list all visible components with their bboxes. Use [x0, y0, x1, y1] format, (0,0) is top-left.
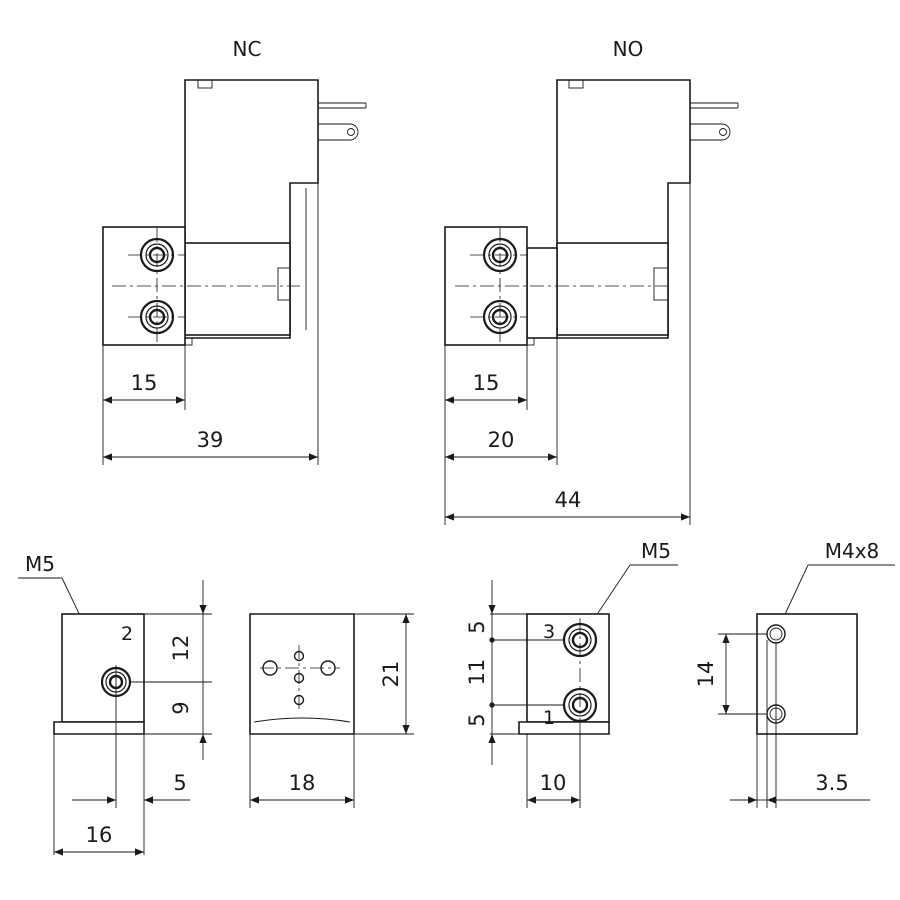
dim-12-text: 12 — [169, 635, 193, 662]
dim-9: 9 — [169, 682, 207, 760]
block-port31-base — [518, 721, 610, 735]
dim-5-bottom: 5 — [465, 705, 496, 765]
dim-5-top-text: 5 — [465, 620, 489, 633]
block-connector-view: 21 18 — [249, 613, 414, 808]
dim-14-text: 14 — [694, 661, 718, 688]
dim-9-text: 9 — [169, 701, 193, 714]
thread-m4x8: M4x8 — [825, 539, 880, 563]
port-1-label: 1 — [543, 707, 555, 729]
thread-m5-left: M5 — [25, 552, 55, 576]
nc-dim-15-text: 15 — [131, 371, 158, 395]
dim-12: 12 — [169, 580, 207, 682]
no-dim-44: 44 — [445, 183, 691, 525]
dim-11-text: 11 — [465, 659, 489, 686]
nc-dim-39-text: 39 — [197, 428, 224, 452]
no-top-tab — [568, 79, 584, 89]
dim-16-text: 16 — [86, 823, 113, 847]
no-spacer — [526, 247, 558, 339]
mount-hole-top — [766, 624, 786, 644]
dim-14: 14 — [694, 634, 730, 714]
thread-m5-right: M5 — [641, 539, 671, 563]
dim-10: 10 — [527, 771, 580, 804]
block-port2-body — [61, 613, 145, 723]
dim-18: 18 — [250, 771, 354, 804]
nc-terminal — [317, 88, 367, 183]
nc-stem — [184, 242, 291, 336]
nc-view: NC — [102, 37, 367, 465]
block-port2-base — [53, 721, 145, 735]
dim-21-text: 21 — [379, 661, 403, 688]
dim-5-left-text: 5 — [173, 771, 186, 795]
no-label: NO — [613, 37, 644, 61]
port-3-label: 3 — [543, 621, 555, 643]
dim-18-text: 18 — [289, 771, 316, 795]
no-dim-15-text: 15 — [473, 371, 500, 395]
block-mount-view: M4x8 14 3.5 — [694, 539, 895, 808]
block-port2-view: M5 2 12 9 5 — [18, 552, 212, 856]
no-view: NO — [444, 37, 739, 525]
no-dim-20: 20 — [445, 338, 558, 465]
no-stem — [556, 242, 669, 336]
nc-dim-39: 39 — [103, 183, 319, 465]
dim-21: 21 — [379, 614, 410, 734]
no-terminal — [690, 102, 739, 141]
dim-10-text: 10 — [540, 771, 567, 795]
no-dim-15: 15 — [444, 338, 528, 525]
no-dim-20-text: 20 — [488, 428, 515, 452]
nc-label: NC — [233, 37, 262, 61]
dim-3-5: 3.5 — [730, 771, 870, 804]
dim-5-top: 5 — [465, 580, 496, 640]
dim-16: 16 — [54, 823, 144, 856]
nc-dim-15: 15 — [102, 338, 186, 465]
dim-5-bottom-text: 5 — [465, 713, 489, 726]
block-port31-view: M5 3 1 5 11 — [465, 539, 678, 808]
dim-3-5-text: 3.5 — [815, 771, 848, 795]
dim-5-left: 5 — [72, 771, 190, 804]
dim-11: 11 — [465, 640, 493, 705]
nc-top-tab — [197, 79, 213, 89]
port-2-label: 2 — [121, 623, 133, 645]
no-dim-44-text: 44 — [555, 488, 582, 512]
